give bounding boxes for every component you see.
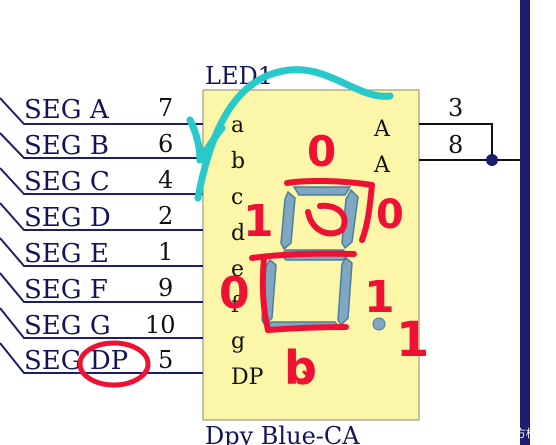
left-pin-names: a b c d e f g DP [231,113,264,390]
pin-name: a [231,113,244,138]
net-labels: SEG A SEG B SEG C SEG D SEG E SEG F SEG … [24,95,128,376]
red-marker-strokes [77,177,375,388]
pin-name: g [231,329,245,354]
red-annotations: 0 0 1 0 1 1 b [219,127,429,395]
pin-number: 4 [158,166,173,194]
pin-number: 8 [448,131,463,159]
pin-number: 1 [158,238,173,266]
annotation-lower-left: 0 [219,268,250,319]
pin-number: 9 [158,274,173,302]
net-label-seg-e: SEG E [24,239,109,269]
annotation-bottom: b [284,341,317,395]
marker-stroke [196,124,226,164]
junction-dot [486,154,498,166]
pin-number: 10 [145,311,176,339]
segment-dp [372,317,386,331]
annotation-upper-left: 1 [243,196,274,247]
net-label-seg-d: SEG D [24,203,111,233]
marker-stroke [265,324,349,333]
pin-number: 2 [158,202,173,230]
pin-name: e [231,257,244,282]
net-label-seg-a: SEG A [24,95,110,125]
segment-a [292,186,352,196]
pin-number: 5 [158,346,173,374]
annotation-far-right: 1 [396,312,429,368]
left-pin-numbers: 7 6 4 2 1 9 10 5 [145,94,176,374]
pin-number: 3 [448,94,463,122]
watermark: CSDN @三方棵雪松 [458,426,556,440]
marker-stroke [284,177,375,188]
marker-stroke [259,255,271,333]
dp-circle-marker [77,340,151,388]
right-pins: 3 8 A A [373,94,463,178]
bus-bar [520,0,530,445]
pin-number: 7 [158,94,173,122]
component-part: Dpy Blue-CA [205,422,360,445]
annotation-lower-right: 1 [364,272,395,323]
net-label-seg-g: SEG G [24,311,111,341]
segment-f [280,190,296,251]
right-wires [419,123,520,161]
pin-name: d [231,221,245,246]
pin-name: DP [231,365,264,390]
pin-name: b [231,149,245,174]
segment-b [341,188,359,250]
pin-name: A [373,153,391,178]
marker-stroke [305,202,348,237]
net-label-seg-dp: SEG DP [24,346,128,376]
marker-stroke [296,370,310,385]
marker-stroke [249,250,357,261]
annotation-upper-right: 0 [376,192,404,238]
net-label-seg-f: SEG F [24,275,108,305]
annotation-top: 0 [307,127,336,176]
marker-stroke [359,182,375,243]
net-label-seg-c: SEG C [24,167,110,197]
pin-name: f [231,293,241,318]
cyan-arrow-marker [186,66,394,202]
left-wires [0,97,203,374]
pin-name: c [231,185,243,210]
pin-number: 6 [158,130,173,158]
marker-stroke [186,116,204,164]
net-label-seg-b: SEG B [24,131,109,161]
pin-name: A [373,117,391,142]
